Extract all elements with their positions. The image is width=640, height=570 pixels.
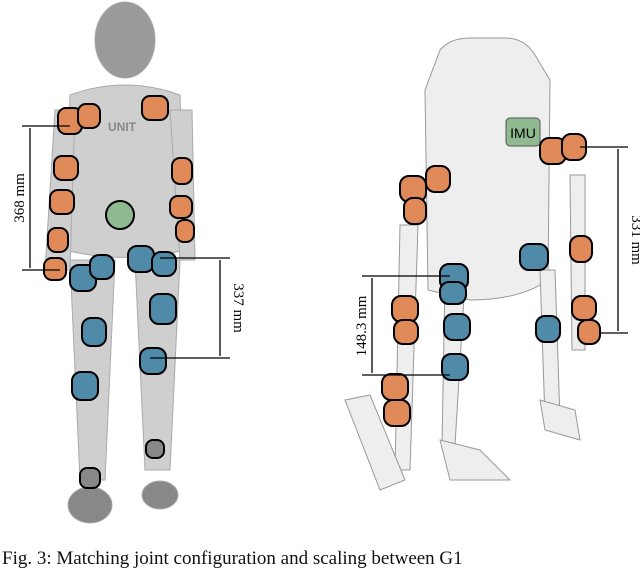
robot-head (94, 1, 156, 79)
ankle-joints-left (79, 439, 165, 489)
imu-joint-left (105, 200, 135, 230)
robot-right-foot (141, 480, 179, 510)
robot-left-leg (69, 259, 116, 481)
arm-joints-left (43, 95, 195, 281)
dimension-148 (362, 275, 450, 376)
leg-joints-right (439, 243, 561, 381)
robot-left-leg-right (394, 224, 419, 471)
robot-foot-right-1 (344, 394, 406, 491)
dimension-368 (22, 125, 70, 271)
arm-joints-right (381, 133, 601, 427)
robot-body-box (424, 37, 551, 301)
leg-joints-left (69, 245, 177, 401)
robot-logo: UNIT (108, 120, 137, 134)
figure-caption: Fig. 3: Matching joint configuration and… (2, 548, 463, 569)
imu-box (505, 117, 541, 147)
dimension-337 (150, 257, 230, 359)
dimension-331 (580, 146, 628, 334)
dimension-label-148: 148.3 mm (354, 295, 370, 356)
dimension-label-368: 368 mm (12, 173, 28, 223)
imu-label: IMU (510, 125, 536, 141)
biped-robot-right (344, 37, 586, 491)
dimension-label-337: 337 mm (230, 283, 246, 333)
robot-left-foot (67, 486, 113, 524)
dimension-label-331: 331 mm (628, 215, 640, 265)
